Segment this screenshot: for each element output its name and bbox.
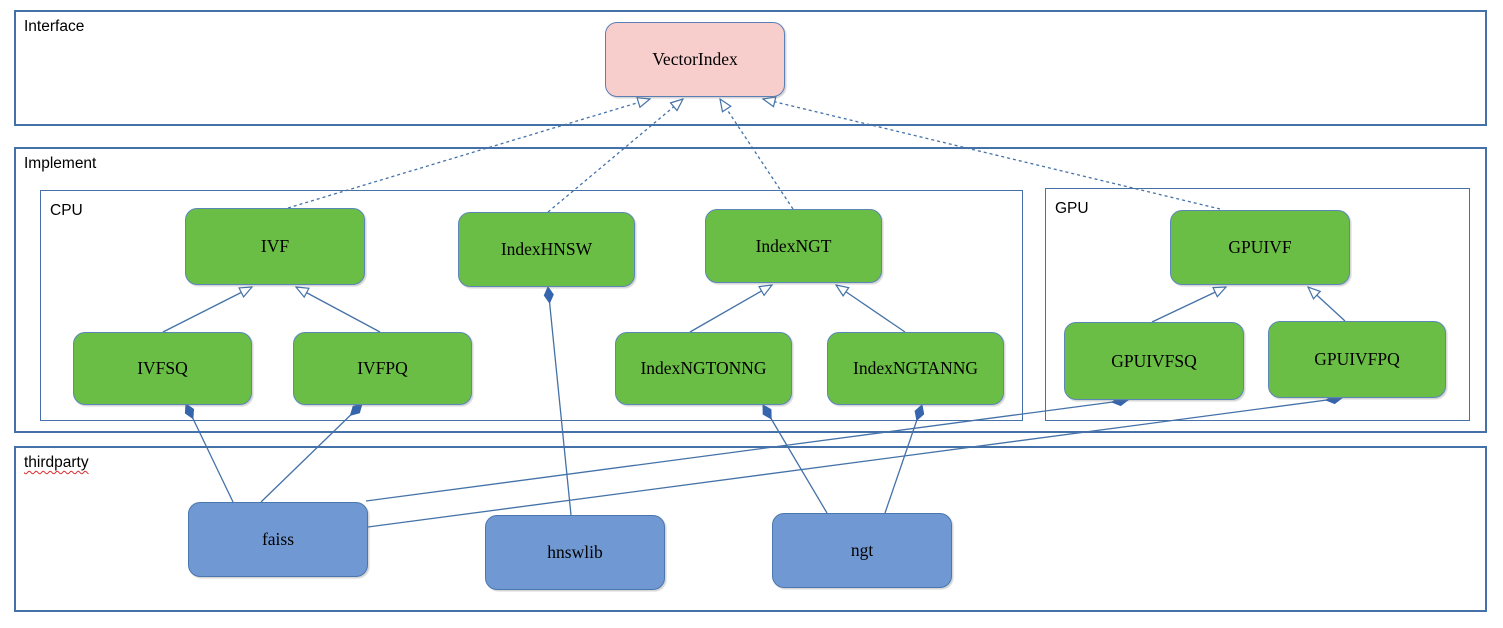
edge-ivfpq-ivf-generalization [296, 287, 381, 333]
edge-gpuivf-vectorindex-realization [763, 99, 1221, 210]
container-thirdparty-label: thirdparty [24, 454, 89, 471]
node-indexhnsw: IndexHNSW [458, 212, 635, 287]
edge-gpuivfsq-faiss-composition [365, 400, 1128, 502]
node-faiss-label: faiss [261, 529, 295, 549]
node-indexngt: IndexNGT [705, 209, 882, 283]
edge-indexngtanng-ngt-composition [884, 405, 922, 514]
container-implement: Implement [14, 147, 1487, 433]
container-cpu-label: CPU [50, 202, 83, 219]
edge-indexngtonng-indexngt-generalization [689, 285, 772, 333]
node-gpuivfpq-label: GPUIVFPQ [1314, 349, 1400, 369]
node-ngt: ngt [772, 513, 952, 588]
container-thirdparty: thirdparty [14, 446, 1487, 612]
node-hnswlib: hnswlib [485, 515, 665, 590]
node-ngt-label: ngt [850, 540, 874, 560]
container-interface-label: Interface [24, 18, 85, 35]
node-indexhnsw-label: IndexHNSW [500, 239, 593, 259]
container-cpu: CPU [40, 190, 1023, 421]
edge-ivfsq-faiss-composition [186, 404, 234, 503]
node-indexngtonng-label: IndexNGTONNG [640, 358, 767, 378]
node-gpuivf: GPUIVF [1170, 210, 1350, 285]
node-vectorindex: VectorIndex [605, 22, 785, 97]
node-vectorindex-label: VectorIndex [652, 49, 738, 69]
edge-indexngtanng-indexngt-generalization [836, 285, 906, 333]
node-gpuivf-label: GPUIVF [1228, 237, 1292, 257]
edge-gpuivfpq-gpuivf-generalization [1308, 287, 1346, 322]
container-gpu: GPU [1045, 188, 1470, 421]
edge-gpuivfsq-gpuivf-generalization [1151, 287, 1226, 323]
node-hnswlib-label: hnswlib [547, 542, 603, 562]
node-ivfsq-label: IVFSQ [137, 358, 188, 378]
node-indexngtonng: IndexNGTONNG [615, 332, 792, 405]
edge-ivfsq-ivf-generalization [162, 287, 252, 333]
node-ivfsq: IVFSQ [73, 332, 252, 405]
node-gpuivfpq: GPUIVFPQ [1268, 321, 1446, 398]
edge-ivf-vectorindex-realization [287, 99, 650, 209]
node-ivf-label: IVF [260, 236, 290, 256]
node-faiss: faiss [188, 502, 368, 577]
edge-indexngt-vectorindex-realization [720, 99, 794, 210]
edge-gpuivfpq-faiss-composition [367, 398, 1342, 528]
container-interface: Interface [14, 10, 1487, 126]
edge-indexhnsw-vectorindex-realization [547, 99, 683, 213]
node-ivf: IVF [185, 208, 365, 285]
node-indexngt-label: IndexNGT [755, 235, 832, 256]
node-indexngtanng: IndexNGTANNG [827, 332, 1004, 405]
edge-indexngtonng-ngt-composition [762, 405, 828, 514]
container-implement-label: Implement [24, 155, 97, 172]
node-gpuivfsq: GPUIVFSQ [1064, 322, 1244, 400]
container-gpu-label: GPU [1055, 200, 1089, 217]
node-indexngtanng-label: IndexNGTANNG [853, 358, 978, 378]
edge-indexhnsw-hnswlib-composition [548, 287, 572, 516]
edge-ivfpq-faiss-composition [260, 404, 362, 503]
node-gpuivfsq-label: GPUIVFSQ [1111, 350, 1197, 371]
node-ivfpq-label: IVFPQ [357, 358, 408, 378]
node-ivfpq: IVFPQ [293, 332, 472, 405]
